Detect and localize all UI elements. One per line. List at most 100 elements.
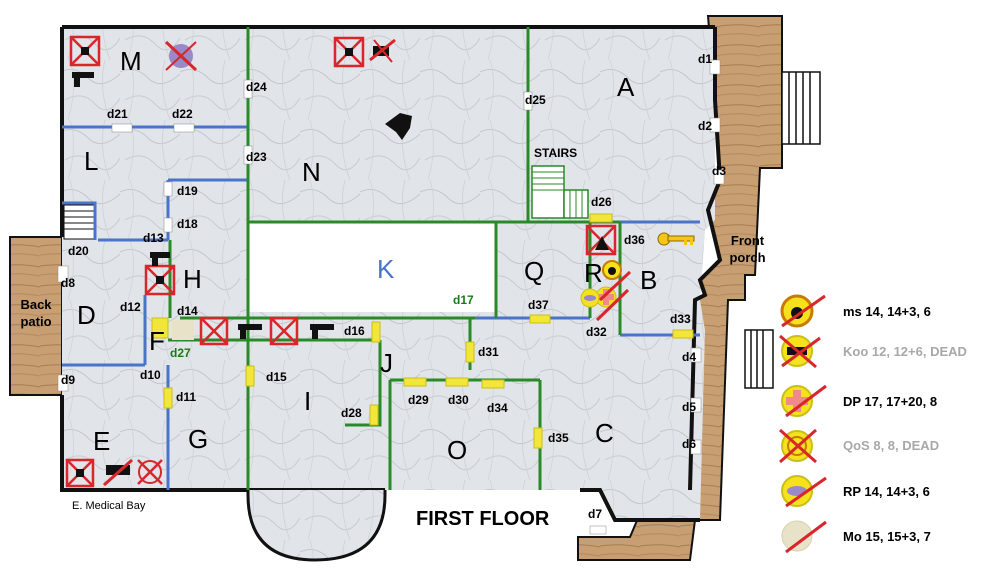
back-patio-deck	[9, 236, 63, 396]
room-label-i: I	[304, 386, 312, 416]
door-label-d8: d8	[61, 276, 76, 290]
door-label-d21: d21	[107, 107, 128, 121]
legend-token-pill	[781, 475, 827, 508]
back-patio-label: Back patio	[20, 297, 52, 329]
gun-icon-m	[72, 72, 94, 87]
door-label-d35: d35	[548, 431, 569, 445]
room-label-a: A	[617, 72, 635, 102]
door-label-d26: d26	[591, 195, 612, 209]
room-label-d: D	[77, 300, 96, 330]
legend-tokens	[779, 294, 827, 554]
crossed-circle-icon-m	[164, 40, 198, 72]
front-steps	[781, 71, 821, 145]
casualty-marker-m1	[69, 35, 101, 67]
door-label-d12: d12	[120, 300, 141, 314]
stairs-graphic	[531, 165, 589, 219]
door-label-d28: d28	[341, 406, 362, 420]
casualty-marker-h1	[144, 264, 176, 296]
door-label-d27: d27	[170, 346, 191, 360]
gun-icon-h	[150, 252, 170, 266]
room-label-f: F	[149, 326, 165, 356]
legend-token-bomb	[780, 294, 826, 328]
door-label-d22: d22	[172, 107, 193, 121]
crossed-markers	[103, 38, 396, 487]
room-label-e: E	[93, 426, 111, 456]
door-label-d25: d25	[525, 93, 546, 107]
door-label-d31: d31	[478, 345, 499, 359]
bay-window-alcove	[246, 490, 387, 562]
room-label-h: H	[183, 264, 202, 294]
room-label-b: B	[640, 265, 658, 295]
door-label-d5: d5	[682, 400, 697, 414]
casualty-marker-n1	[333, 36, 365, 68]
room-label-l: L	[84, 146, 99, 176]
legend-entry-dp: DP 17, 17+20, 8	[843, 394, 938, 409]
legend-entry-koo: Koo 12, 12+6, DEAD	[843, 344, 967, 359]
floor-title: FIRST FLOOR	[416, 508, 550, 530]
medical-bay-label: E. Medical Bay	[72, 500, 146, 512]
room-label-k: K	[377, 254, 395, 284]
casualty-marker-hall2	[269, 316, 299, 346]
legend-token-medic	[781, 384, 827, 418]
door-label-d11: d11	[176, 390, 197, 404]
crossed-circle-icon-e	[137, 459, 163, 485]
door-label-d13: d13	[143, 231, 164, 245]
door-label-d6: d6	[682, 437, 697, 451]
legend-token-crossed	[779, 428, 817, 464]
casualty-marker-r1	[585, 224, 617, 256]
gun-icon-hall1	[238, 324, 262, 339]
casualty-markers	[65, 35, 617, 488]
door-label-d36: d36	[624, 233, 645, 247]
door-label-d20: d20	[68, 244, 89, 258]
door-label-d3: d3	[712, 164, 727, 178]
room-label-m: M	[120, 46, 142, 76]
side-steps	[744, 329, 774, 389]
door-label-d23: d23	[246, 150, 267, 164]
door-label-d18: d18	[177, 217, 198, 231]
door-markers	[151, 213, 694, 449]
mo-token-icon	[172, 320, 194, 340]
door-label-d4: d4	[682, 350, 697, 364]
door-label-d33: d33	[670, 312, 691, 326]
no-entry-icon-e	[103, 458, 133, 487]
floor-area	[62, 27, 715, 520]
door-label-d32: d32	[586, 325, 607, 339]
room-label-j: J	[380, 348, 393, 378]
door-label-d2: d2	[698, 119, 713, 133]
room-label-r: R	[584, 258, 603, 288]
legend-entry-rp: RP 14, 14+3, 6	[843, 484, 930, 499]
legend-entry-ms: ms 14, 14+3, 6	[843, 304, 931, 319]
legend-token-no-entry	[779, 334, 821, 369]
door-label-d37: d37	[528, 298, 549, 312]
gun-icons	[72, 72, 334, 339]
shadow-creature-icon	[385, 113, 412, 140]
casualty-marker-e1	[65, 458, 95, 488]
door-label-d1: d1	[698, 52, 713, 66]
key-icon	[657, 232, 695, 246]
legend-entry-mo: Mo 15, 15+3, 7	[843, 529, 931, 544]
bomb-token-icon	[602, 260, 622, 280]
door-gaps	[57, 59, 725, 535]
room-label-o: O	[447, 435, 468, 465]
door-label-d24: d24	[246, 80, 267, 94]
room-label-c: C	[595, 418, 614, 448]
door-label-d17: d17	[453, 293, 474, 307]
gun-icon-hall2	[310, 324, 334, 339]
door-label-d15: d15	[266, 370, 287, 384]
door-label-d10: d10	[140, 368, 161, 382]
room-label-q: Q	[524, 256, 545, 286]
door-label-d34: d34	[487, 401, 508, 415]
door-label-d29: d29	[408, 393, 429, 407]
door-label-d30: d30	[448, 393, 469, 407]
room-label-g: G	[188, 424, 209, 454]
door-label-d14: d14	[177, 304, 198, 318]
no-entry-icon-n	[369, 38, 396, 63]
door-label-d9: d9	[61, 373, 76, 387]
front-porch-label: Front porch	[729, 233, 766, 265]
room-label-n: N	[302, 157, 321, 187]
door-label-d19: d19	[177, 184, 198, 198]
pill-token-icon	[580, 288, 600, 308]
legend-token-blank	[781, 520, 827, 554]
door-label-d16: d16	[344, 324, 365, 338]
